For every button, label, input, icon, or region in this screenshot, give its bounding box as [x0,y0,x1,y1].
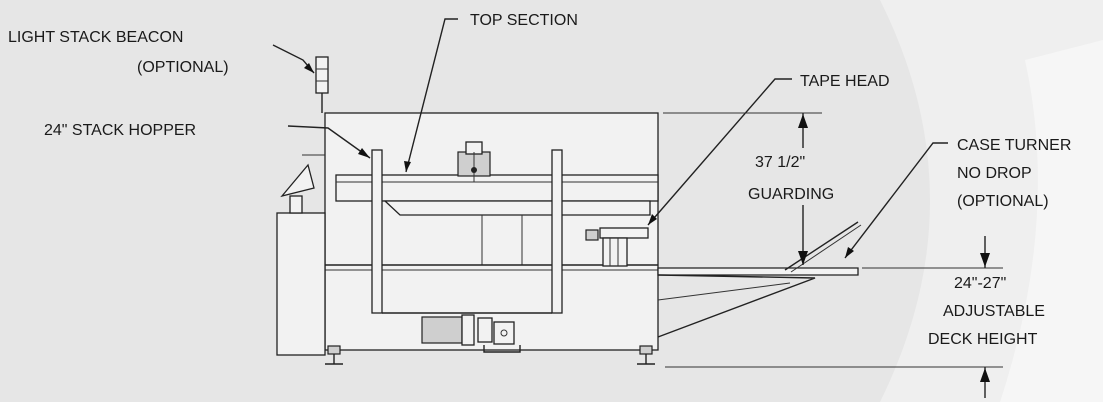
top-guide [383,200,651,216]
label-no-drop: NO DROP [957,165,1032,182]
motor [421,316,463,344]
label-guarding: GUARDING [748,186,834,203]
label-deck-dim: 24"-27" [954,275,1006,292]
top-section-bar [335,174,659,202]
stack-hopper [276,154,326,356]
label-light-stack-beacon: LIGHT STACK BEACON [8,29,183,46]
label-beacon-optional: (OPTIONAL) [137,59,229,76]
label-case-turner-optional: (OPTIONAL) [957,193,1049,210]
dimension-lines [663,112,1003,398]
label-case-turner: CASE TURNER [957,137,1071,154]
case-turner [657,221,862,338]
hopper-post-left [371,149,383,314]
light-stack-beacon [315,56,329,113]
leg-left [325,345,343,365]
background-shape-2 [1000,40,1103,402]
label-guarding-dim: 37 1/2" [755,154,805,171]
leg-right [637,345,655,365]
machine-frame [324,112,659,365]
leader-lines [272,18,948,259]
label-adjustable: ADJUSTABLE [943,303,1045,320]
label-stack-hopper: 24" STACK HOPPER [44,122,196,139]
label-deck-height: DECK HEIGHT [928,331,1038,348]
label-tape-head: TAPE HEAD [800,73,890,90]
hopper-post-right [551,149,563,314]
label-top-section: TOP SECTION [470,12,578,29]
tape-head-body [599,227,649,239]
